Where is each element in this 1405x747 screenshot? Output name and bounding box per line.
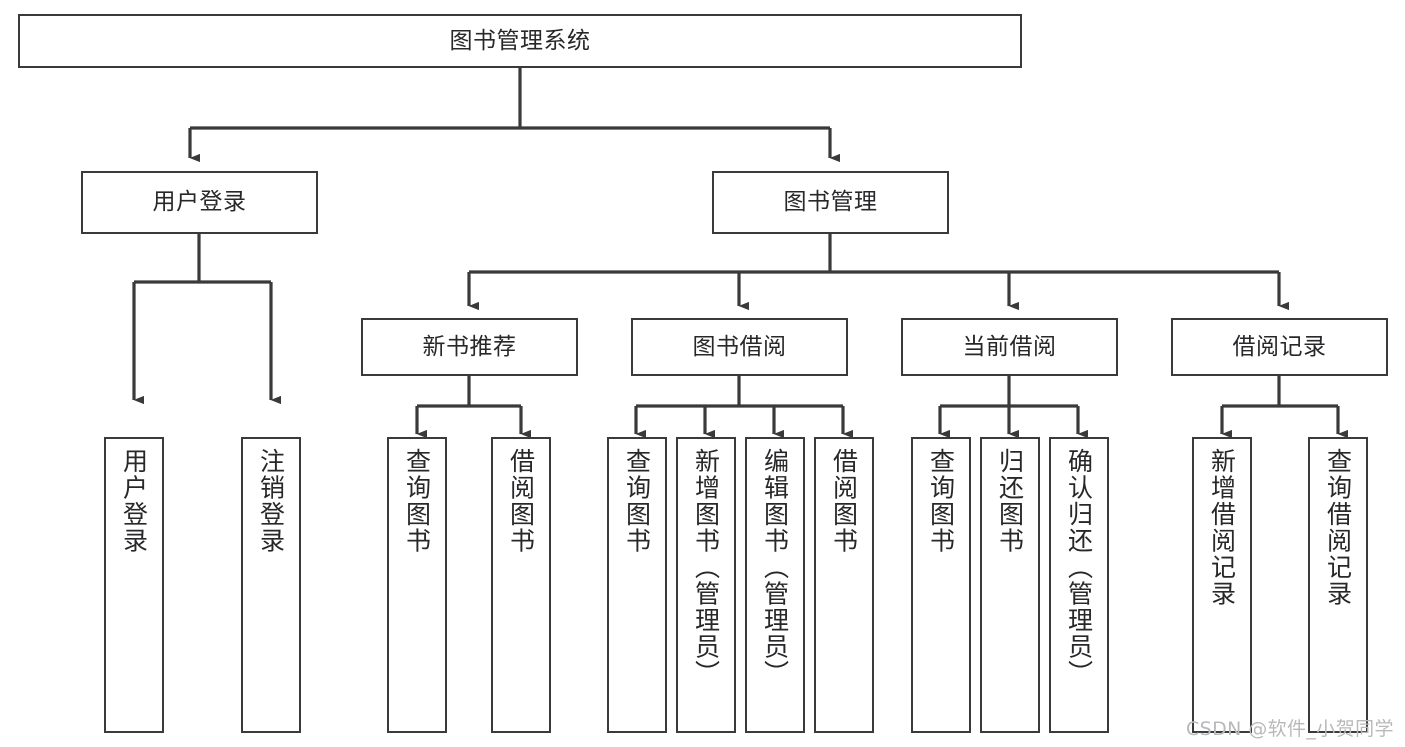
node-leaf-query-record[interactable]: 查询借阅记录 xyxy=(1308,437,1368,733)
node-root[interactable]: 图书管理系统 xyxy=(18,14,1022,68)
node-leaf-add-record[interactable]: 新增借阅记录 xyxy=(1192,437,1252,733)
node-book-manage-label: 图书管理 xyxy=(783,189,878,216)
node-leaf-logout-login-label: 注销登录 xyxy=(256,448,286,554)
node-leaf-borrow-book-2-label: 借阅图书 xyxy=(829,448,859,554)
csdn-watermark: CSDN @软件_小贺同学 xyxy=(1186,718,1394,740)
node-root-label: 图书管理系统 xyxy=(449,27,591,54)
node-new-book-recommend[interactable]: 新书推荐 xyxy=(361,318,578,376)
node-book-borrow[interactable]: 图书借阅 xyxy=(631,318,848,376)
node-leaf-query-record-label: 查询借阅记录 xyxy=(1323,448,1353,607)
node-leaf-confirm-return-label: 确认归还（管理员） xyxy=(1064,448,1094,687)
node-leaf-query-book-1[interactable]: 查询图书 xyxy=(387,437,447,733)
node-new-book-recommend-label: 新书推荐 xyxy=(422,333,517,360)
node-leaf-user-login[interactable]: 用户登录 xyxy=(104,437,164,733)
node-leaf-query-book-2-label: 查询图书 xyxy=(622,448,652,554)
node-leaf-add-book[interactable]: 新增图书（管理员） xyxy=(676,437,736,733)
node-leaf-query-book-3[interactable]: 查询图书 xyxy=(911,437,971,733)
node-leaf-return-book[interactable]: 归还图书 xyxy=(980,437,1040,733)
node-leaf-query-book-3-label: 查询图书 xyxy=(926,448,956,554)
node-leaf-return-book-label: 归还图书 xyxy=(995,448,1025,554)
node-user-login[interactable]: 用户登录 xyxy=(81,171,318,234)
node-borrow-record[interactable]: 借阅记录 xyxy=(1171,318,1388,376)
node-borrow-record-label: 借阅记录 xyxy=(1232,333,1327,360)
node-leaf-logout-login[interactable]: 注销登录 xyxy=(241,437,301,733)
node-leaf-user-login-label: 用户登录 xyxy=(119,448,149,554)
node-book-manage[interactable]: 图书管理 xyxy=(712,171,949,234)
node-leaf-edit-book[interactable]: 编辑图书（管理员） xyxy=(745,437,805,733)
node-leaf-add-book-label: 新增图书（管理员） xyxy=(691,448,721,687)
node-book-borrow-label: 图书借阅 xyxy=(692,333,787,360)
node-leaf-query-book-2[interactable]: 查询图书 xyxy=(607,437,667,733)
node-user-login-label: 用户登录 xyxy=(152,189,247,216)
node-leaf-borrow-book-1-label: 借阅图书 xyxy=(506,448,536,554)
node-current-borrow-label: 当前借阅 xyxy=(962,333,1057,360)
node-leaf-borrow-book-1[interactable]: 借阅图书 xyxy=(491,437,551,733)
node-leaf-borrow-book-2[interactable]: 借阅图书 xyxy=(814,437,874,733)
node-leaf-query-book-1-label: 查询图书 xyxy=(402,448,432,554)
node-current-borrow[interactable]: 当前借阅 xyxy=(901,318,1118,376)
node-leaf-edit-book-label: 编辑图书（管理员） xyxy=(760,448,790,687)
node-leaf-confirm-return[interactable]: 确认归还（管理员） xyxy=(1049,437,1109,733)
node-leaf-add-record-label: 新增借阅记录 xyxy=(1207,448,1237,607)
